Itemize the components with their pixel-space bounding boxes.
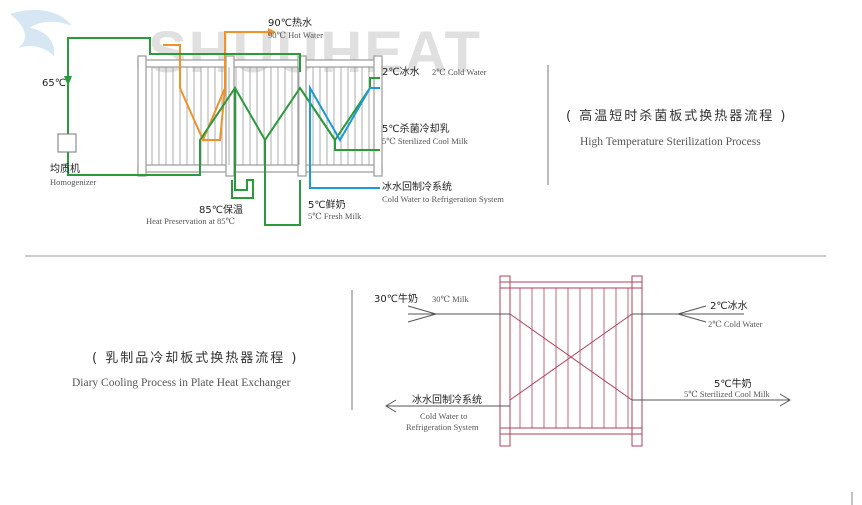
- milk-in-arrow: [407, 305, 438, 323]
- process2-end-plate-right: [631, 275, 643, 447]
- process2-flow-lines: [385, 305, 791, 413]
- process1-title-en: High Temperature Sterilization Process: [580, 136, 761, 148]
- p2-label-milk-out-en: 5℃ Sterilized Cool Milk: [684, 389, 771, 399]
- milk-65c-arrow: [64, 76, 72, 86]
- p2-label-milk-out-cn: 5℃牛奶: [714, 377, 752, 390]
- cold-water-line: [309, 84, 380, 189]
- p2-label-milk-in-en: 30℃ Milk: [432, 294, 469, 304]
- label-heat-cn: 85℃保温: [199, 203, 243, 216]
- process2-title-en: Diary Cooling Process in Plate Heat Exch…: [72, 377, 291, 389]
- label-cold-water-en: 2℃ Cold Water: [432, 67, 487, 77]
- label-heat-en: Heat Preservation at 85℃: [146, 216, 235, 226]
- p2-label-milk-in-cn: 30℃牛奶: [374, 292, 418, 305]
- process2-plates: [519, 288, 629, 428]
- cold-water-in-arrow: [676, 305, 707, 323]
- label-refrig-cn: 冰水回制冷系统: [382, 180, 452, 193]
- p2-label-refrig-cn: 冰水回制冷系统: [412, 393, 482, 406]
- process1-title-cn: ( 高温短时杀菌板式换热器流程 ): [566, 108, 787, 124]
- label-sterilized-cn: 5℃杀菌冷却乳: [382, 122, 450, 135]
- process1-top-bar: [137, 59, 383, 68]
- watermark-text: SHUUHEAT: [148, 20, 482, 85]
- watermark-logo-mark: [10, 10, 72, 56]
- process2-top-bar: [499, 281, 643, 289]
- label-fresh-en: 5℃ Fresh Milk: [308, 211, 362, 221]
- label-cold-water-cn: 2℃冰水: [382, 65, 420, 78]
- label-65c: 65℃: [42, 78, 66, 89]
- process2-cross-b: [509, 313, 633, 401]
- process2-title-cn: ( 乳制品冷却板式换热器流程 ): [92, 351, 298, 366]
- label-refrig-en: Cold Water to Refrigeration System: [382, 194, 504, 204]
- hot-water-arrow: [268, 28, 276, 36]
- process2-bottom-bar: [499, 427, 643, 435]
- p2-label-cold-water-cn: 2℃冰水: [710, 299, 748, 312]
- process2-end-plate-left: [499, 275, 511, 447]
- label-hot-water-en: 90℃ Hot Water: [268, 30, 323, 40]
- label-homogenizer-cn: 均质机: [50, 162, 80, 175]
- refrig-out-arrow: [385, 399, 397, 413]
- label-homogenizer-en: Homogenizer: [50, 177, 96, 187]
- milk-out-arrow: [779, 393, 791, 407]
- process2-diagram: 30℃牛奶 30℃ Milk 2℃冰水 2℃ Cold Water 冰水回制冷系…: [72, 275, 791, 447]
- p2-label-cold-water-en: 2℃ Cold Water: [708, 319, 763, 329]
- p2-label-refrig-en2: Refrigeration System: [406, 422, 479, 432]
- p2-label-refrig-en1: Cold Water to: [420, 411, 467, 421]
- label-fresh-cn: 5℃鲜奶: [308, 198, 346, 211]
- process1-end-plate-right: [373, 55, 383, 177]
- label-sterilized-en: 5℃ Sterilized Cool Milk: [382, 136, 469, 146]
- process1-end-plate-mid-left: [225, 55, 235, 177]
- process1-diagram: 65℃ 90℃热水 90℃ Hot Water 2℃冰水 2℃ Cold Wat…: [42, 16, 787, 226]
- watermark: SHUUHEAT: [10, 10, 482, 85]
- homogenizer-box: [57, 133, 77, 153]
- label-hot-water-cn: 90℃热水: [268, 16, 312, 29]
- process2-exchanger-frame: [499, 275, 643, 447]
- process1-end-plate-left: [137, 55, 147, 177]
- process1-bottom-bar: [137, 164, 383, 173]
